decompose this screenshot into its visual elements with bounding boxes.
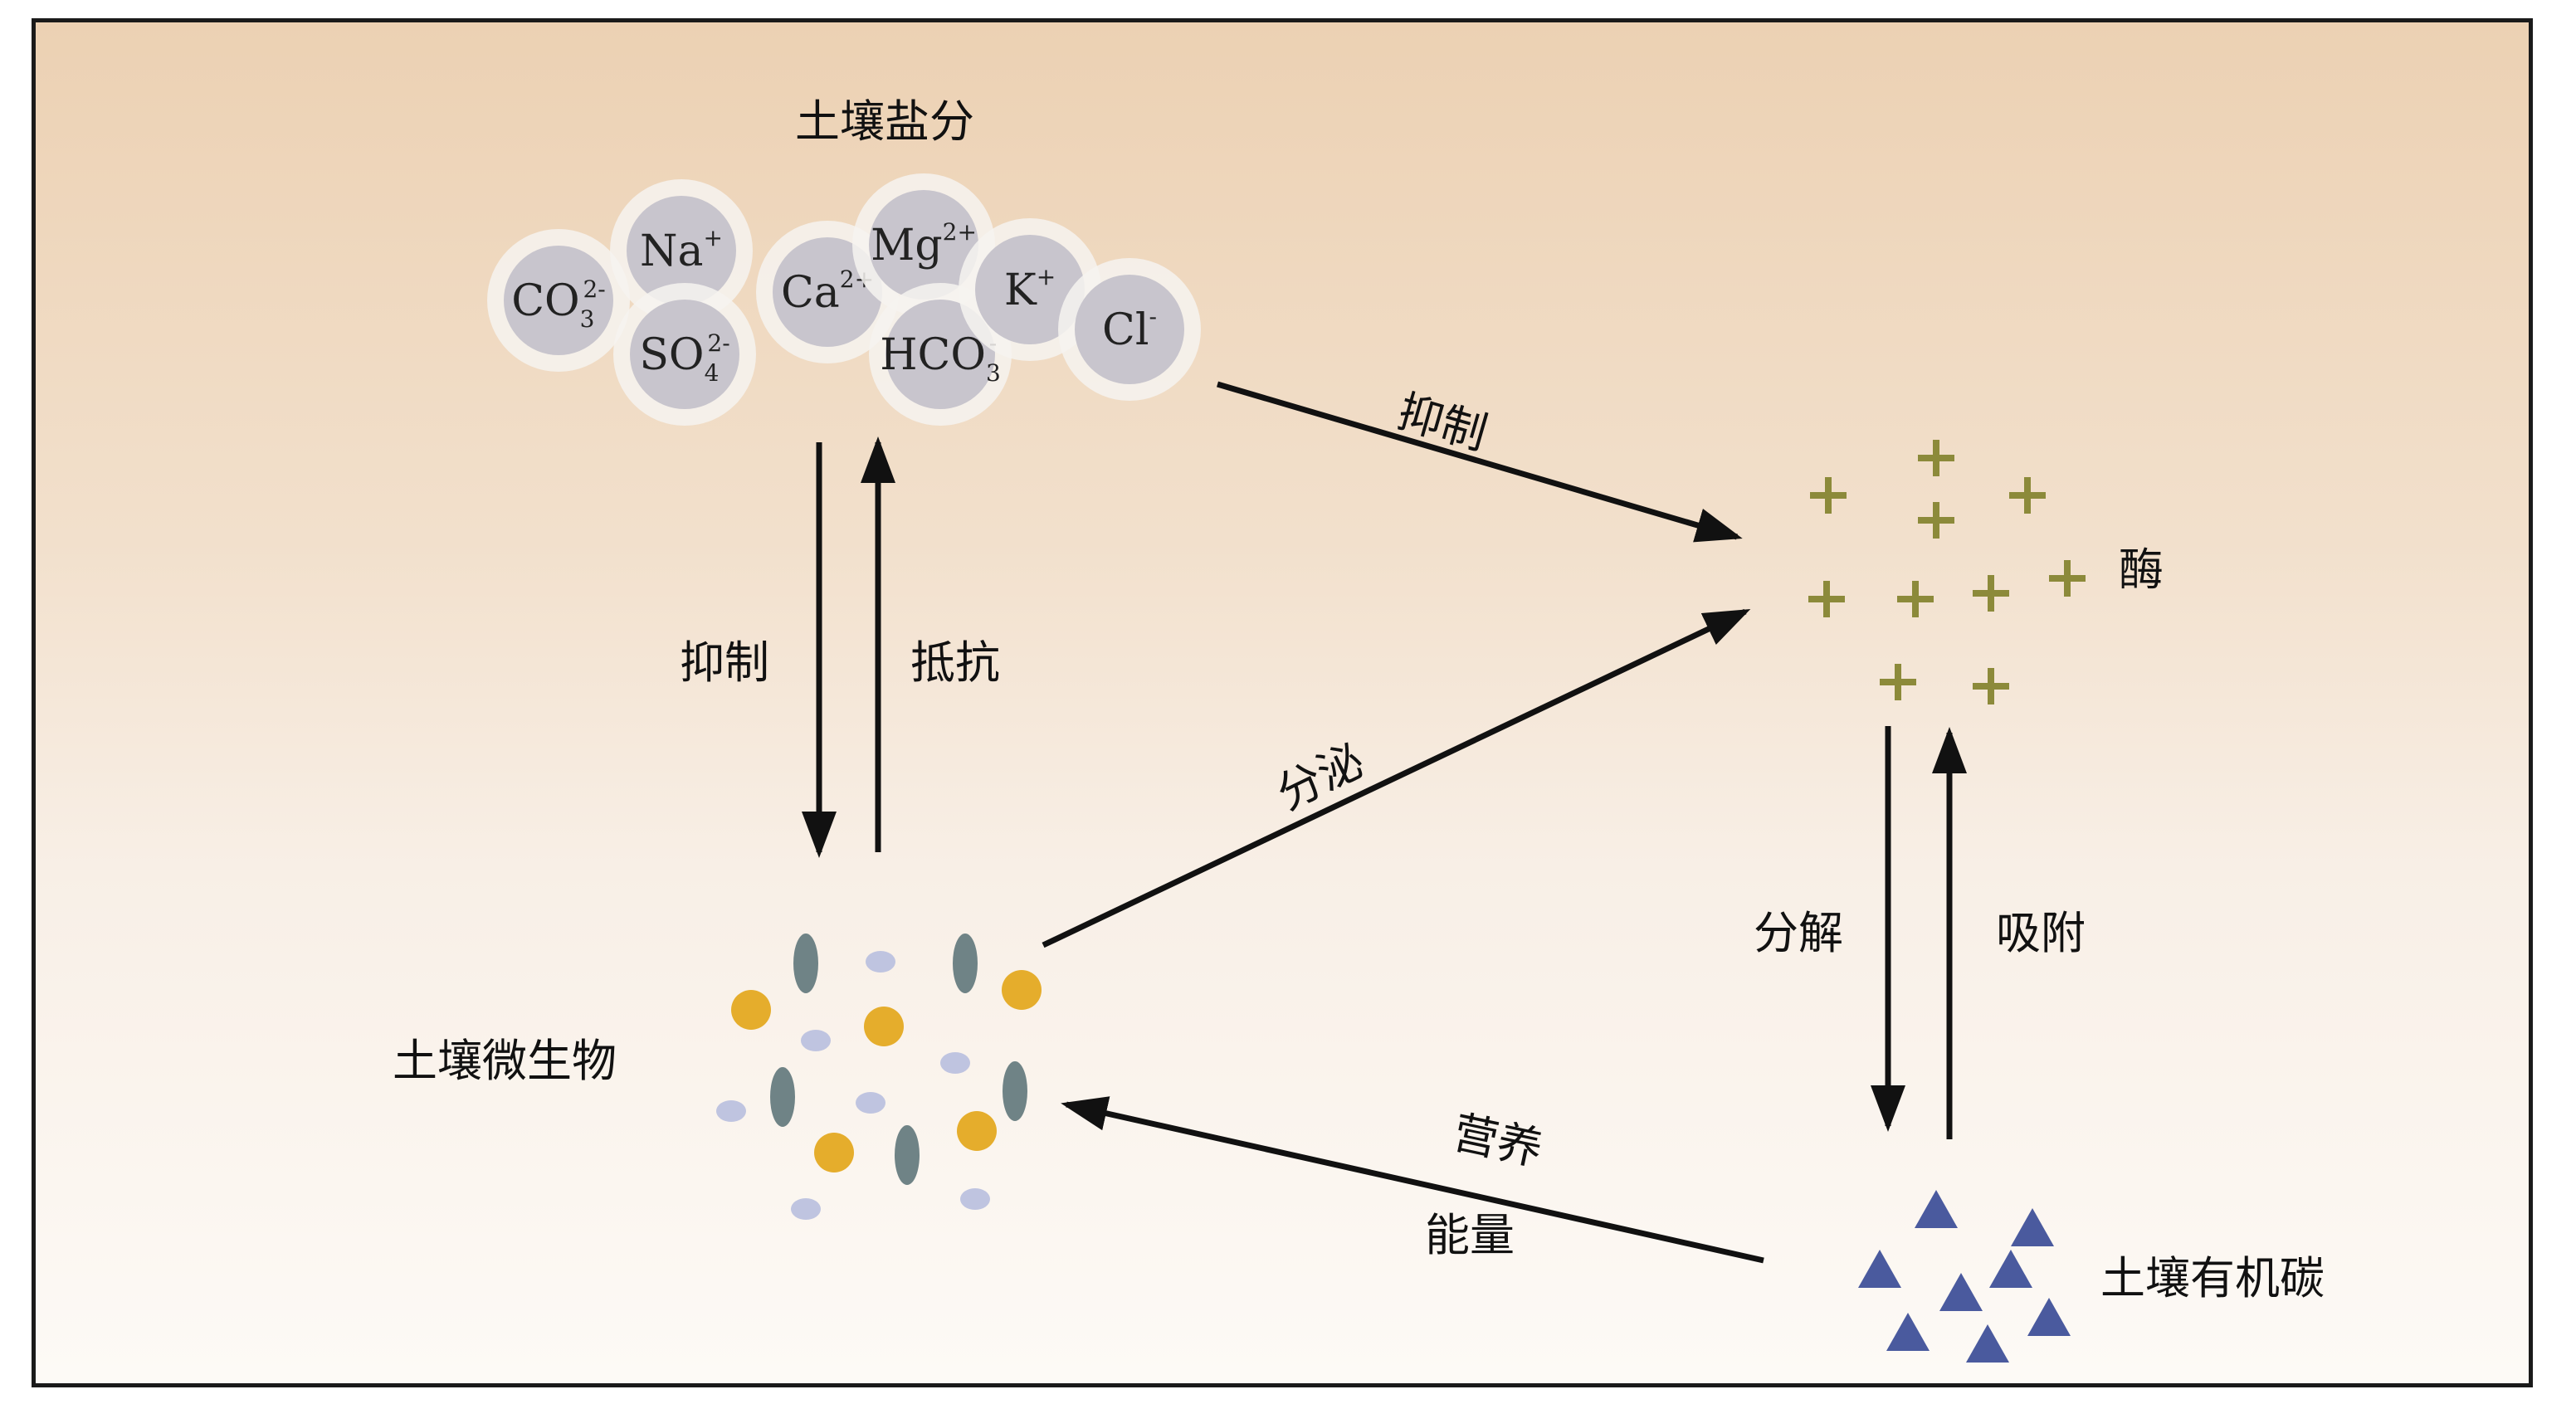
plus-icon (1810, 477, 1847, 514)
enzyme-icon-group (1808, 440, 2086, 704)
edge-label-microbes-to-enzyme: 分泌 (1269, 734, 1373, 820)
arrow-microbes-to-enzyme (1042, 608, 1751, 948)
ion-core (627, 196, 736, 305)
soil-salt-ion-cluster: CO32-Na+SO42-Ca2+Mg2+HCO3-K+Cl- (487, 173, 1201, 426)
microbe-light-icon (866, 951, 895, 973)
triangle-icon (1886, 1313, 1930, 1351)
ion-core (886, 300, 995, 409)
triangle-icon (2011, 1208, 2054, 1246)
plus-icon (2049, 560, 2086, 597)
ion-bubble: CO32- (487, 229, 630, 372)
ion-core (869, 190, 978, 300)
edge-label-salt-to-enzyme: 抑制 (1393, 385, 1493, 460)
microbe-icon-group (716, 934, 1042, 1220)
microbe-rod-icon (770, 1067, 795, 1127)
microbe-yellow-icon (1002, 970, 1042, 1010)
soil-salt-label: 土壤盐分 (795, 95, 974, 148)
microbe-light-icon (856, 1092, 886, 1114)
organic-carbon-icon-group (1858, 1190, 2071, 1363)
edge-label-energy: 能量 (1425, 1209, 1515, 1261)
microbe-rod-icon (1003, 1061, 1027, 1121)
ion-bubble: Na+ (610, 179, 753, 322)
plus-icon (1897, 581, 1934, 617)
microbe-rod-icon (895, 1125, 920, 1185)
ion-label: SO42- (639, 329, 729, 387)
plus-icon (1918, 440, 1954, 476)
ion-label: Mg2+ (871, 218, 977, 271)
triangle-icon (1939, 1273, 1983, 1311)
plus-icon (1880, 664, 1916, 700)
microbe-yellow-icon (864, 1007, 904, 1046)
microbe-light-icon (716, 1100, 746, 1122)
enzyme-label: 酶 (2119, 544, 2164, 596)
microbe-yellow-icon (957, 1111, 997, 1151)
ion-bubble: Cl- (1058, 258, 1201, 401)
edge-label-nutrition: 营养 (1448, 1106, 1547, 1176)
arrow-carbon-to-microbes (1061, 1096, 1764, 1264)
microbe-light-icon (801, 1030, 831, 1051)
microbe-rod-icon (793, 934, 818, 993)
microbe-rod-icon (953, 934, 978, 993)
plus-icon (1808, 581, 1845, 617)
triangle-icon (2027, 1298, 2071, 1336)
soil-microbes-label: 土壤微生物 (393, 1035, 617, 1087)
microbe-yellow-icon (731, 990, 771, 1030)
ion-core (630, 300, 739, 409)
microbe-light-icon (791, 1198, 821, 1220)
microbe-light-icon (940, 1052, 970, 1074)
ion-label: Na+ (640, 224, 723, 276)
triangle-icon (1858, 1250, 1901, 1288)
microbe-light-icon (960, 1188, 990, 1210)
arrow-salt-to-enzyme (1217, 381, 1743, 543)
plus-icon (1918, 502, 1954, 539)
triangle-icon (1915, 1190, 1958, 1228)
soil-organic-carbon-label: 土壤有机碳 (2100, 1252, 2325, 1304)
ion-label: K+ (1004, 263, 1056, 315)
ion-core (1075, 275, 1184, 384)
ion-core (975, 235, 1085, 344)
plus-icon (1973, 668, 2009, 704)
edge-label-microbes-to-salt: 抵抗 (910, 636, 1000, 689)
edge-label-enzyme-to-carbon: 分解 (1754, 907, 1843, 959)
plus-icon (2009, 477, 2046, 514)
diagram-frame: CO32-Na+SO42-Ca2+Mg2+HCO3-K+Cl- 土壤盐分 酶 土… (32, 18, 2533, 1387)
ion-bubble: SO42- (613, 283, 756, 426)
edge-label-carbon-to-enzyme: 吸附 (1996, 907, 2086, 959)
plus-icon (1973, 575, 2009, 612)
triangle-icon (1989, 1250, 2032, 1288)
edge-label-salt-to-microbes: 抑制 (680, 636, 769, 689)
ion-core (773, 237, 882, 347)
diagram-canvas: CO32-Na+SO42-Ca2+Mg2+HCO3-K+Cl- 土壤盐分 酶 土… (393, 95, 2325, 1363)
microbe-yellow-icon (814, 1133, 854, 1172)
ion-core (504, 246, 613, 355)
ion-label: Cl- (1102, 303, 1157, 355)
triangle-icon (1966, 1324, 2009, 1363)
ion-label: CO32- (511, 275, 606, 333)
